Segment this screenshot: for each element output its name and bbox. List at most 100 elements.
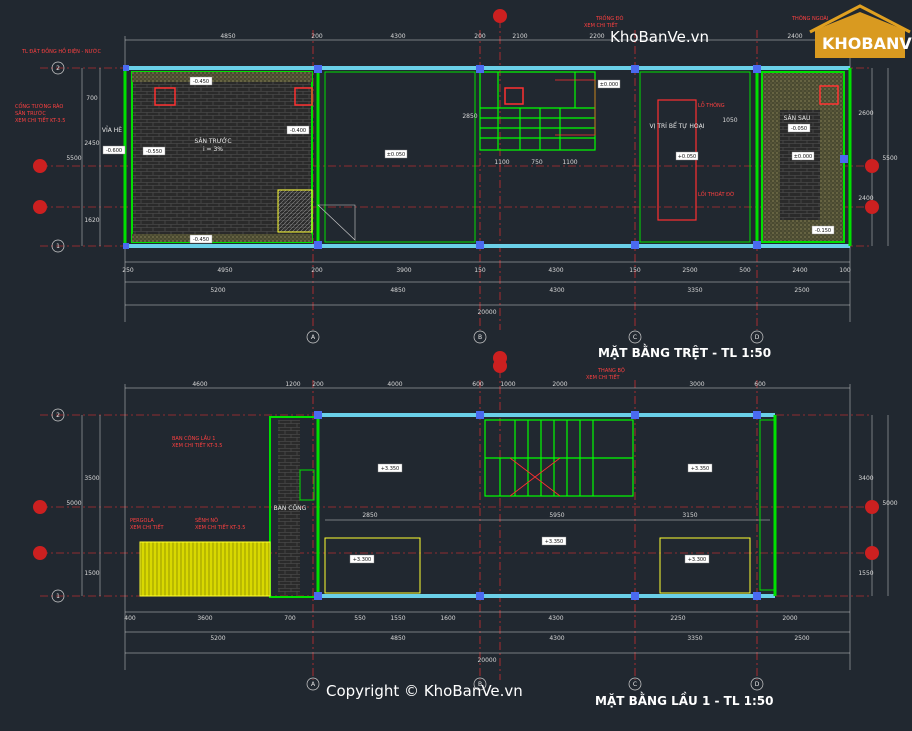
dim2-left-1: 3500 <box>84 475 99 482</box>
dim2-b1-8: 2250 <box>670 615 685 622</box>
dim-b1-2: 4950 <box>217 267 232 274</box>
note-balcony: BAN CÔNG LẦU 1 <box>172 434 215 442</box>
dim-top-3: 4300 <box>390 33 405 40</box>
note-stair-detail: XEM CHI TIẾT <box>586 373 620 381</box>
stair-dim-side: 2850 <box>462 113 477 120</box>
dim2-left-2: 1500 <box>84 570 99 577</box>
stair-dim-3: 1100 <box>562 159 577 166</box>
level-tag: -0.550 <box>146 149 162 155</box>
dim-b2-2: 4850 <box>390 287 405 294</box>
dim2-top-7: 2000 <box>552 381 567 388</box>
dim-top-2: 200 <box>311 33 323 40</box>
level-tag: ±0.050 <box>387 152 406 158</box>
dim2-right-3: 5000 <box>882 500 897 507</box>
axis-label-b: B <box>478 334 482 341</box>
level-tag: +0.050 <box>678 154 697 160</box>
dim2-b1-7: 4300 <box>548 615 563 622</box>
dim2-b1-6: 1600 <box>440 615 455 622</box>
level-tag: ±0.000 <box>600 82 619 88</box>
dim-b1-7: 150 <box>629 267 641 274</box>
dim-top-1: 4850 <box>220 33 235 40</box>
room-balcony: BAN CÔNG <box>274 505 307 512</box>
level-tag: -0.450 <box>193 79 209 85</box>
dim2-top-9: 600 <box>754 381 766 388</box>
note-balcony-detail: XEM CHI TIẾT KT-3.5 <box>172 441 222 449</box>
dim2-b2-1: 5200 <box>210 635 225 642</box>
dim-b1-10: 2400 <box>792 267 807 274</box>
note-void-detail: XEM CHI TIẾT <box>584 21 618 29</box>
level-tag: -0.050 <box>791 126 807 132</box>
inner-dim-1: 2850 <box>362 512 377 519</box>
dim-top-5: 2100 <box>512 33 527 40</box>
level-tag: -0.400 <box>290 128 306 134</box>
axis-label-1: 1 <box>56 593 60 600</box>
dim-top-6: 2200 <box>589 33 604 40</box>
wc-dim-1: 1050 <box>722 117 737 124</box>
dim-b2-3: 4300 <box>549 287 564 294</box>
axis-label-2: 2 <box>56 412 60 419</box>
note-front-yard: SÂN TRƯỚC <box>15 110 46 117</box>
stair-dim-1: 1100 <box>494 159 509 166</box>
room-back-yard: SÂN SAU <box>784 115 811 122</box>
note-vent: LỖ THÔNG <box>698 101 725 109</box>
dim2-b2-5: 2500 <box>794 635 809 642</box>
note-meter: TL ĐẶT ĐỒNG HỒ ĐIỆN - NƯỚC <box>21 46 101 55</box>
note-outside-vent: THÔNG NGOÀI <box>791 15 828 22</box>
dim2-b1-5: 1550 <box>390 615 405 622</box>
dim2-top-8: 3000 <box>689 381 704 388</box>
dim-b1-6: 4300 <box>548 267 563 274</box>
stair-dim-2: 750 <box>531 159 543 166</box>
dim-b1-3: 200 <box>311 267 323 274</box>
dim-top-4: 200 <box>474 33 486 40</box>
dim-top-7: 2400 <box>787 33 802 40</box>
note-pergola-detail: XEM CHI TIẾT <box>130 523 164 531</box>
room-sidewalk: VỈA HÈ <box>102 126 122 134</box>
khobanve-logo: KHOBANVE <box>809 4 912 58</box>
axis-label-c: C <box>633 334 637 341</box>
dim-b1-4: 3900 <box>396 267 411 274</box>
first-floor-plan: 2 1 A B C D 4600 1200 200 4000 600 1000 … <box>33 359 898 708</box>
first-floor-title: MẶT BẰNG LẦU 1 - TL 1:50 <box>595 691 774 708</box>
dim-left-4: 5500 <box>66 155 81 162</box>
level-tag: ±0.000 <box>794 154 813 160</box>
ground-stair <box>479 71 596 151</box>
note-gate: CỔNG TƯỜNG RÀO <box>15 102 63 110</box>
level-tag: -0.150 <box>815 228 831 234</box>
dim2-right-1: 3400 <box>858 475 873 482</box>
first-floor-stair <box>484 419 634 497</box>
dim2-b1-2: 3600 <box>197 615 212 622</box>
dim-b1-5: 150 <box>474 267 486 274</box>
note-pergola: PERGOLA <box>130 518 154 524</box>
ground-floor-plan: 2 1 A B C D 4850 200 4300 200 2100 2200 … <box>15 9 898 365</box>
watermark-bottom: Copyright © KhoBanVe.vn <box>326 682 523 700</box>
dim2-b1-1: 400 <box>124 615 136 622</box>
level-tag: +3.300 <box>353 557 372 563</box>
dim-b1-11: 100 <box>839 267 851 274</box>
inner-dim-3: 3150 <box>682 512 697 519</box>
dim-b1-1: 250 <box>122 267 134 274</box>
dim-total-1: 20000 <box>477 309 496 316</box>
note-void: TRỐNG ĐÓ <box>595 14 624 22</box>
level-tag: +3.350 <box>691 466 710 472</box>
note-gutter: SÊNH NÔ <box>195 516 218 524</box>
axis-label-d: D <box>755 681 760 688</box>
level-tag: +3.350 <box>545 539 564 545</box>
note-detail: XEM CHI TIẾT KT-3.5 <box>15 116 65 124</box>
inner-dim-2: 5950 <box>549 512 564 519</box>
dim2-top-4: 4000 <box>387 381 402 388</box>
dim-b1-8: 2500 <box>682 267 697 274</box>
axis-label-2: 2 <box>56 65 60 72</box>
note-gutter-detail: XEM CHI TIẾT KT-3.5 <box>195 523 245 531</box>
dim2-b1-4: 550 <box>354 615 366 622</box>
dim-right-1: 2600 <box>858 110 873 117</box>
level-tag: +3.300 <box>688 557 707 563</box>
dim-right-3: 5500 <box>882 155 897 162</box>
level-tag: -0.450 <box>193 237 209 243</box>
logo-text: KHOBANVE <box>822 34 912 53</box>
dim-left-3: 1620 <box>84 217 99 224</box>
dim-b2-5: 2500 <box>794 287 809 294</box>
dim2-b1-3: 700 <box>284 615 296 622</box>
dim2-top-3: 200 <box>312 381 324 388</box>
